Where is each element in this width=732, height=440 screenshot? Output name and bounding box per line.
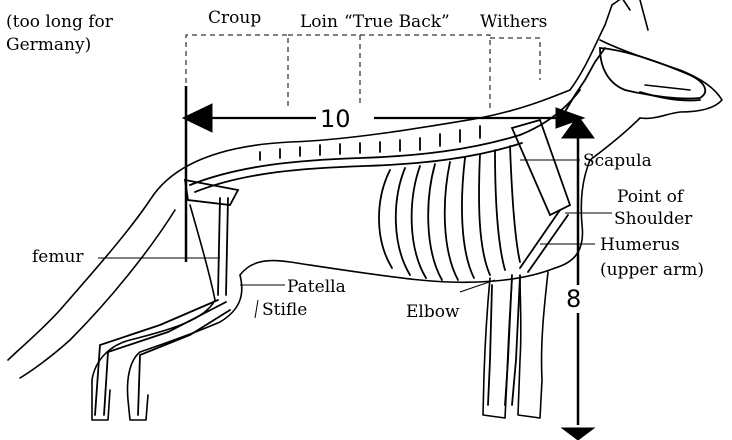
height-value: 8: [566, 285, 581, 313]
withers-bracket: [490, 38, 540, 80]
length-measure: [183, 86, 584, 262]
label-loin: Loin: [300, 12, 338, 32]
label-shoulder: Shoulder: [614, 209, 693, 229]
leader-lines: [98, 160, 612, 318]
region-brackets: [186, 35, 540, 110]
label-patella: Patella: [287, 277, 346, 297]
loin-truback-bracket: [288, 35, 490, 110]
length-value: 10: [320, 105, 351, 133]
label-stifle: Stifle: [262, 300, 307, 320]
left-arrowhead: [183, 104, 212, 132]
label-scapula: Scapula: [583, 151, 652, 171]
label-withers: Withers: [480, 12, 547, 32]
label-point-of: Point of: [617, 187, 685, 207]
label-elbow: Elbow: [406, 302, 460, 322]
bottom-arrowhead: [562, 428, 594, 440]
label-true-back: “True Back”: [344, 12, 450, 32]
note-germany: Germany): [6, 35, 91, 55]
label-femur: femur: [32, 247, 84, 267]
label-upper-arm: (upper arm): [600, 260, 704, 280]
label-croup: Croup: [208, 8, 261, 28]
note-too-long: (too long for: [6, 12, 114, 32]
label-humerus: Humerus: [600, 235, 680, 255]
croup-bracket: [186, 35, 288, 110]
